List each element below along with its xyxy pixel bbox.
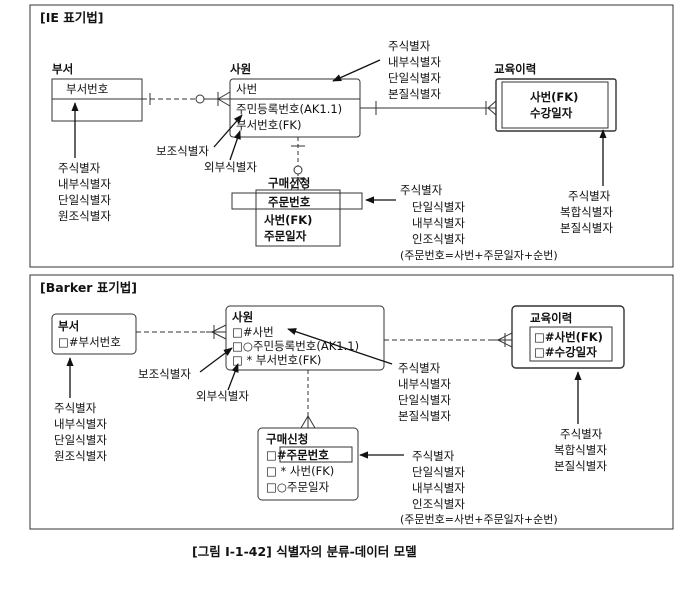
ie-note-dept-1: 주식별자 [58, 161, 101, 175]
ie-arrow-aux [213, 114, 243, 148]
barker-note-emp-2: 내부식별자 [398, 377, 451, 391]
barker-note-dept-1: 주식별자 [54, 401, 97, 415]
barker-edu-attr-1: □#사번(FK) [534, 330, 603, 344]
barker-rel-emp-order [300, 370, 316, 429]
barker-title: [Barker 표기법] [40, 280, 137, 295]
ie-rel-emp-edu [360, 100, 497, 116]
ie-note-edu-3: 본질식별자 [560, 221, 613, 235]
barker-note-order-3: 내부식별자 [412, 481, 465, 495]
barker-order-attr-2: □ * 사번(FK) [266, 464, 334, 478]
ie-note-dept-2: 내부식별자 [58, 177, 111, 191]
ie-emp-key: 사번 [236, 82, 257, 96]
barker-note-edu-2: 복합식별자 [554, 443, 607, 457]
barker-panel: [Barker 표기법] 부서 □#부서번호 사원 □#사번 □○주민등록번호(… [29, 274, 674, 530]
barker-dept-name: 부서 [58, 319, 79, 333]
ie-note-emp-2: 내부식별자 [388, 55, 441, 69]
figure-caption: [그림 Ⅰ-1-42] 식별자의 분류-데이터 모델 [192, 544, 417, 559]
barker-edu-attr-2: □#수강일자 [534, 345, 597, 359]
ie-order-key: 주문번호 [268, 195, 311, 209]
barker-note-emp-4: 본질식별자 [398, 409, 451, 423]
ie-arrow-foreign [229, 130, 241, 161]
ie-edu-key-1: 사번(FK) [530, 90, 578, 104]
barker-order-name: 구매신청 [266, 432, 308, 446]
barker-note-dept-4: 원조식별자 [54, 449, 107, 463]
ie-emp-name: 사원 [230, 62, 251, 76]
ie-dept-entity [51, 78, 143, 122]
ie-note-dept-3: 단일식별자 [58, 193, 111, 207]
ie-label-aux: 보조식별자 [156, 144, 209, 158]
ie-note-emp-1: 주식별자 [388, 39, 431, 53]
ie-order-attr-1: 사번(FK) [264, 213, 312, 227]
barker-dept-entity [51, 313, 137, 355]
barker-note-emp-1: 주식별자 [398, 361, 441, 375]
barker-arrow-aux [199, 347, 233, 373]
ie-note-edu-1: 주식별자 [568, 189, 611, 203]
ie-note-order-5: (주문번호=사번+주문일자+순번) [400, 248, 558, 262]
barker-edu-name: 교육이력 [530, 311, 572, 325]
barker-arrow-foreign [227, 363, 239, 391]
barker-note-emp-3: 단일식별자 [398, 393, 451, 407]
ie-note-emp-4: 본질식별자 [388, 87, 441, 101]
barker-arrow-emp [287, 328, 393, 365]
ie-emp-attr-2: 부서번호(FK) [236, 118, 301, 132]
barker-order-attr-3: □○주문일자 [266, 480, 330, 494]
ie-note-order-3: 내부식별자 [412, 216, 465, 230]
ie-emp-attr-1: 주민등록번호(AK1.1) [236, 102, 342, 116]
ie-title: [IE 표기법] [40, 10, 103, 25]
barker-note-order-1: 주식별자 [412, 449, 455, 463]
barker-rel-dept-emp [136, 324, 227, 340]
ie-arrow-emp [332, 59, 381, 82]
ie-note-order-2: 단일식별자 [412, 200, 465, 214]
barker-edu-key-box [529, 326, 613, 362]
barker-emp-attr-1: □#사번 [232, 325, 274, 339]
barker-dept-key: □#부서번호 [58, 335, 121, 349]
ie-edu-entity-shadow [501, 81, 609, 129]
barker-order-attr-1: □#주문번호 [266, 448, 329, 462]
ie-edu-key-2: 수강일자 [530, 106, 573, 120]
ie-note-edu-2: 복합식별자 [560, 205, 613, 219]
barker-note-order-4: 인조식별자 [412, 497, 465, 511]
ie-order-name: 구매신청 [268, 176, 310, 190]
barker-note-order-5: (주문번호=사번+주문일자+순번) [400, 512, 558, 526]
ie-note-order-4: 인조식별자 [412, 232, 465, 246]
barker-emp-attr-3: □ * 부서번호(FK) [232, 353, 321, 367]
ie-rel-emp-order [290, 137, 306, 191]
barker-label-foreign: 외부식별자 [196, 389, 249, 403]
ie-note-emp-3: 단일식별자 [388, 71, 441, 85]
barker-note-dept-2: 내부식별자 [54, 417, 107, 431]
barker-emp-entity [225, 305, 385, 371]
barker-rel-emp-edu [384, 332, 513, 348]
barker-edu-entity [511, 305, 625, 369]
barker-note-edu-1: 주식별자 [560, 427, 603, 441]
barker-emp-name: 사원 [232, 310, 253, 324]
ie-dept-key: 부서번호 [66, 82, 108, 96]
barker-note-dept-3: 단일식별자 [54, 433, 107, 447]
ie-note-order-1: 주식별자 [400, 183, 443, 197]
ie-order-attr-2: 주문일자 [264, 229, 307, 243]
ie-edu-name: 교육이력 [494, 62, 536, 76]
ie-order-key-box [231, 192, 363, 210]
ie-panel-frame [29, 4, 674, 268]
ie-note-dept-4: 원조식별자 [58, 209, 111, 223]
barker-panel-frame [29, 274, 674, 530]
ie-label-foreign: 외부식별자 [204, 160, 257, 174]
ie-dept-name: 부서 [52, 62, 73, 76]
barker-label-aux: 보조식별자 [138, 367, 191, 381]
ie-edu-entity [495, 78, 617, 132]
barker-order-key-box [279, 446, 353, 463]
ie-rel-dept-emp [142, 91, 231, 107]
barker-note-order-2: 단일식별자 [412, 465, 465, 479]
ie-panel: [IE 표기법] 부서 부서번호 사원 사번 주민등록번호(AK1.1) 부서번… [29, 4, 674, 268]
barker-note-edu-3: 본질식별자 [554, 459, 607, 473]
